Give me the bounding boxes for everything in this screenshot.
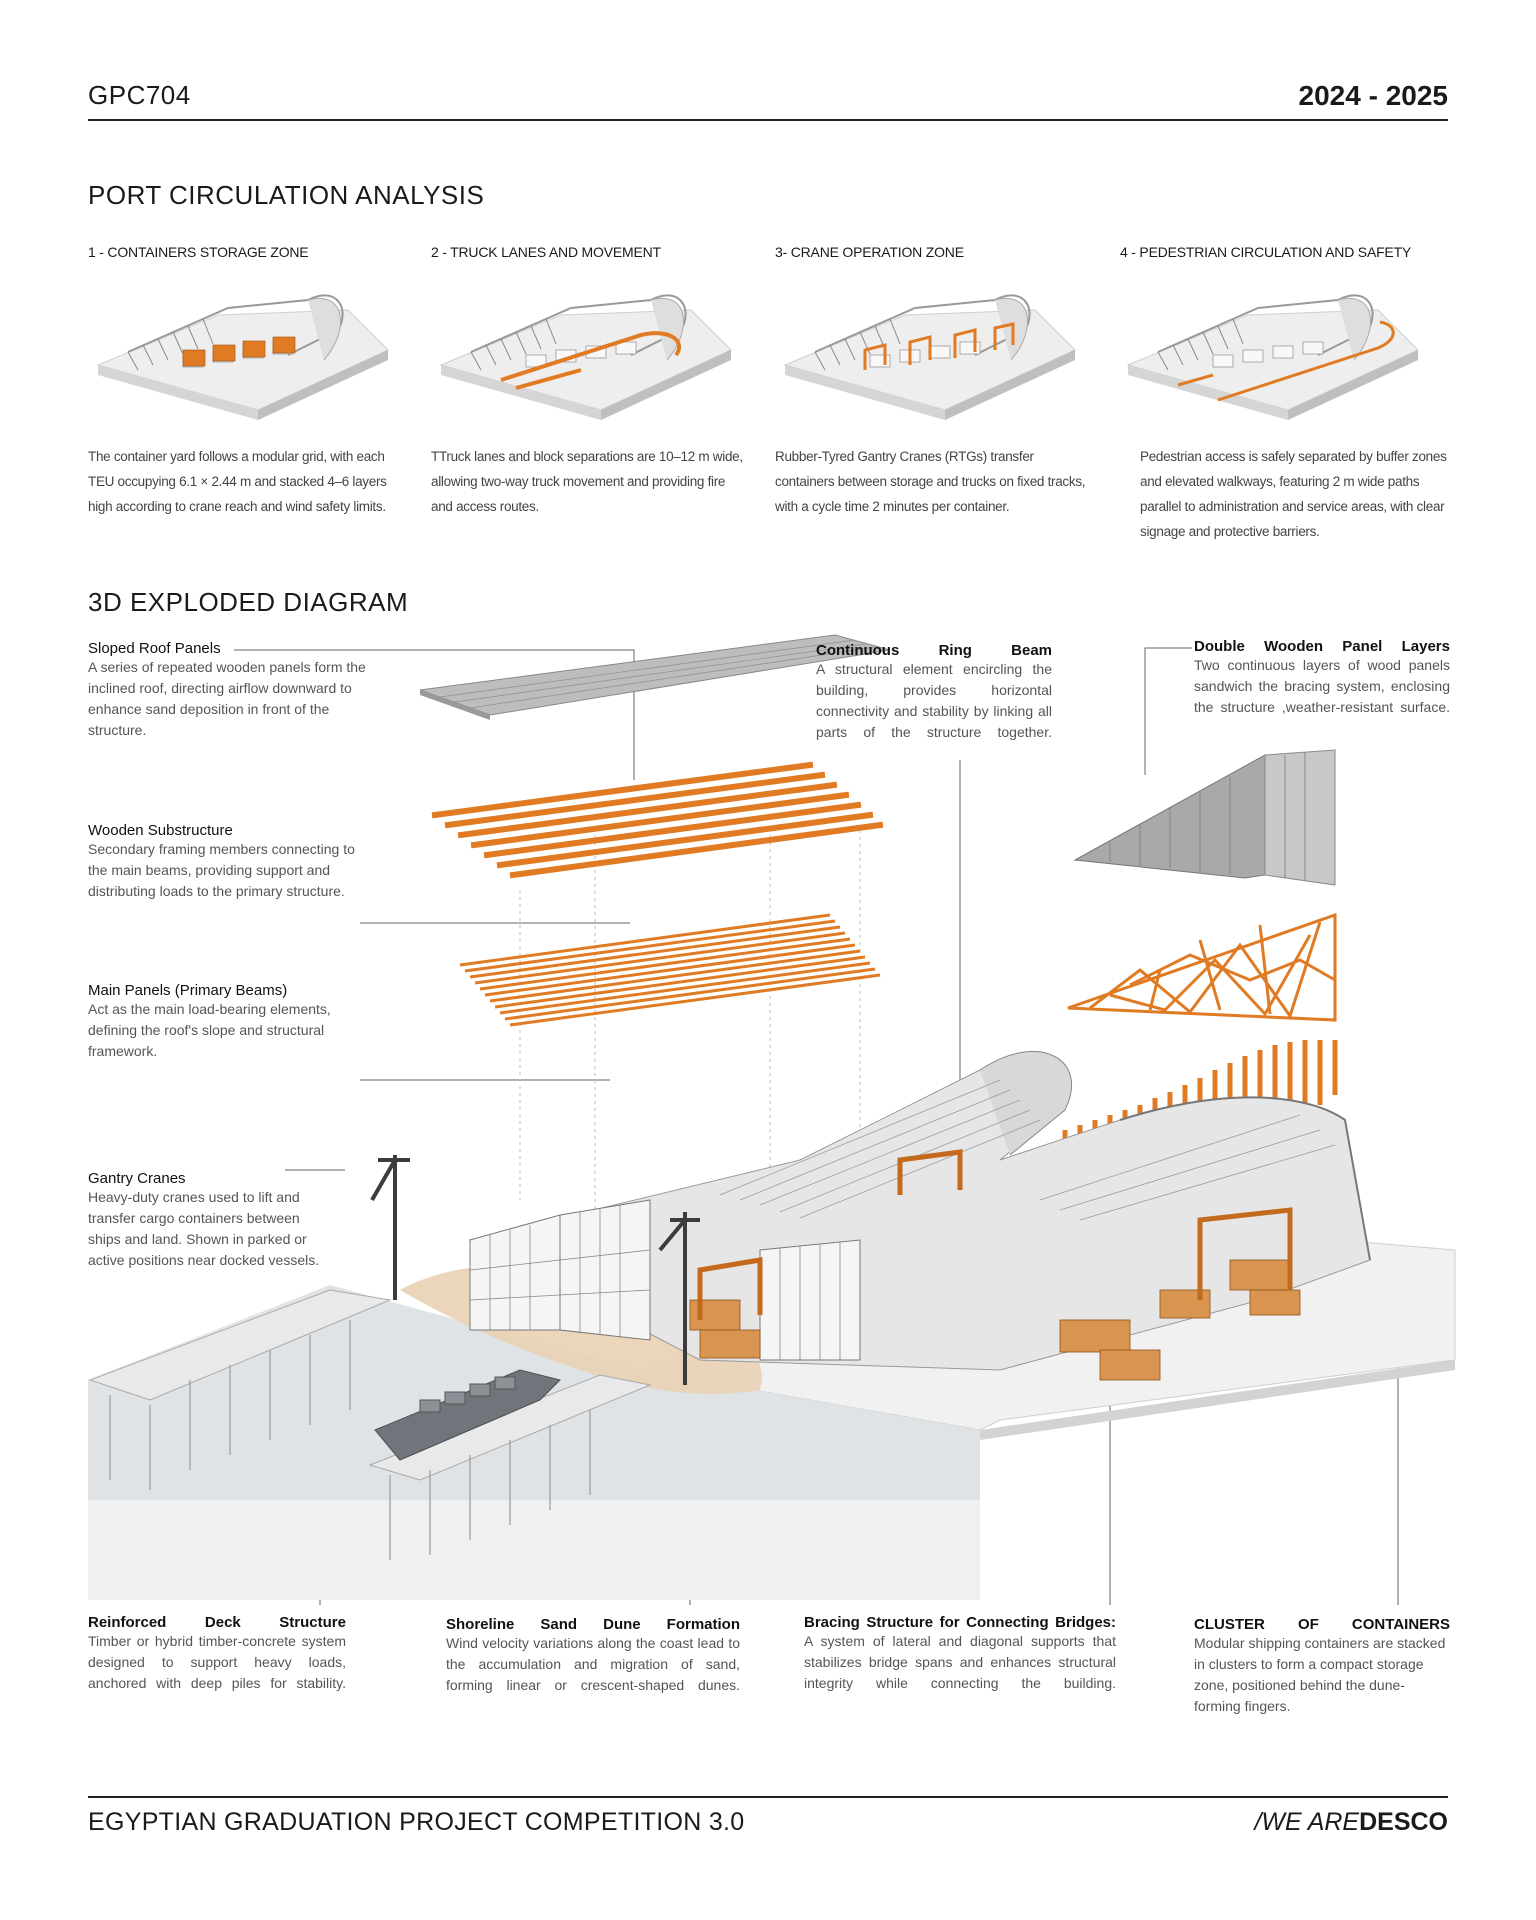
label-container-cluster-desc: Modular shipping containers are stacked … — [1194, 1635, 1446, 1714]
label-sand-dune: Shoreline Sand Dune Formation Wind veloc… — [446, 1616, 740, 1696]
zone-2-desc: TTruck lanes and block separations are 1… — [431, 449, 743, 514]
zone-4-thumbnail — [1127, 294, 1419, 421]
gantry-cranes — [370, 1155, 700, 1385]
reinforced-deck — [88, 1289, 652, 1560]
exploded-diagram — [88, 634, 1456, 1605]
container-cluster — [689, 1149, 1301, 1381]
label-deck: Reinforced Deck Structure Timber or hybr… — [88, 1614, 346, 1694]
label-sloped-roof: Sloped Roof Panels A series of repeated … — [88, 640, 378, 741]
project-code: GPC704 — [88, 80, 191, 110]
label-sloped-roof-title: Sloped Roof Panels — [88, 640, 221, 657]
zone-1-thumbnail — [97, 294, 389, 421]
zone-3-title: 3- CRANE OPERATION ZONE — [775, 244, 964, 260]
brand-name: DESCO — [1359, 1808, 1448, 1836]
zone-thumbnails — [97, 294, 1419, 421]
label-wooden-substructure-desc: Secondary framing members connecting to … — [88, 841, 355, 899]
label-sloped-roof-desc: A series of repeated wooden panels form … — [88, 659, 366, 738]
port-section-title: PORT CIRCULATION ANALYSIS — [88, 180, 485, 210]
label-wooden-substructure: Wooden Substructure Secondary framing me… — [88, 822, 368, 902]
label-primary-beams: Main Panels (Primary Beams) Act as the m… — [88, 982, 368, 1062]
zone-3-thumbnail — [784, 294, 1076, 421]
harbor-water — [88, 1285, 980, 1600]
label-deck-title: Reinforced Deck Structure — [88, 1614, 346, 1631]
label-sand-dune-title: Shoreline Sand Dune Formation — [446, 1616, 740, 1633]
exploded-section-title: 3D EXPLODED DIAGRAM — [88, 587, 409, 617]
label-bracing: Bracing Structure for Connecting Bridges… — [804, 1614, 1116, 1694]
zone-2-title: 2 - TRUCK LANES AND MOVEMENT — [431, 244, 661, 260]
label-bracing-desc: A system of lateral and diagonal support… — [804, 1633, 1116, 1691]
label-ring-beam: Continuous Ring Beam A structural elemen… — [816, 642, 1052, 743]
label-double-panels-desc: Two continuous layers of wood panels san… — [1194, 657, 1450, 715]
label-double-panels-title: Double Wooden Panel Layers — [1194, 638, 1450, 655]
wooden-substructure — [431, 761, 884, 879]
zone-4-title: 4 - PEDESTRIAN CIRCULATION AND SAFETY — [1120, 244, 1412, 260]
zone-2-thumbnail — [440, 294, 732, 421]
primary-beams — [459, 913, 881, 1027]
cargo-ship — [374, 1369, 561, 1461]
sloped-roof-panels — [419, 634, 891, 720]
building-shell — [468, 1051, 1371, 1371]
label-container-cluster: CLUSTER OF CONTAINERS Modular shipping c… — [1194, 1616, 1450, 1717]
label-deck-desc: Timber or hybrid timber-concrete system … — [88, 1633, 346, 1691]
footer-rule — [88, 1796, 1448, 1798]
header-rule — [88, 119, 1448, 121]
label-container-cluster-title: CLUSTER OF CONTAINERS — [1194, 1616, 1450, 1633]
label-bracing-title: Bracing Structure for Connecting Bridges… — [804, 1614, 1116, 1631]
label-primary-beams-desc: Act as the main load-bearing elements, d… — [88, 1001, 331, 1059]
project-year: 2024 - 2025 — [1298, 80, 1448, 111]
competition-title: EGYPTIAN GRADUATION PROJECT COMPETITION … — [88, 1808, 745, 1836]
label-gantry-cranes-title: Gantry Cranes — [88, 1170, 186, 1187]
label-ring-beam-title: Continuous Ring Beam — [816, 642, 1052, 659]
brand-prefix: /WE ARE — [1254, 1808, 1360, 1836]
label-primary-beams-title: Main Panels (Primary Beams) — [88, 982, 288, 999]
zone-1-title: 1 - CONTAINERS STORAGE ZONE — [88, 244, 309, 260]
zone-4-desc: Pedestrian access is safely separated by… — [1140, 449, 1447, 539]
label-gantry-cranes: Gantry Cranes Heavy-duty cranes used to … — [88, 1170, 328, 1271]
label-double-panels: Double Wooden Panel Layers Two continuou… — [1194, 638, 1450, 718]
label-gantry-cranes-desc: Heavy-duty cranes used to lift and trans… — [88, 1189, 320, 1268]
double-wooden-panels — [1073, 749, 1336, 886]
label-sand-dune-desc: Wind velocity variations along the coast… — [446, 1635, 740, 1693]
label-wooden-substructure-title: Wooden Substructure — [88, 822, 233, 839]
zone-1-desc: The container yard follows a modular gri… — [88, 449, 387, 514]
zone-3-desc: Rubber-Tyred Gantry Cranes (RTGs) transf… — [775, 449, 1086, 514]
bracing-lattice — [1067, 912, 1337, 1022]
brand-logo: /WE AREDESCO — [1254, 1808, 1448, 1837]
label-ring-beam-desc: A structural element encircling the buil… — [816, 661, 1052, 740]
rtg-cranes — [697, 1149, 1293, 1320]
